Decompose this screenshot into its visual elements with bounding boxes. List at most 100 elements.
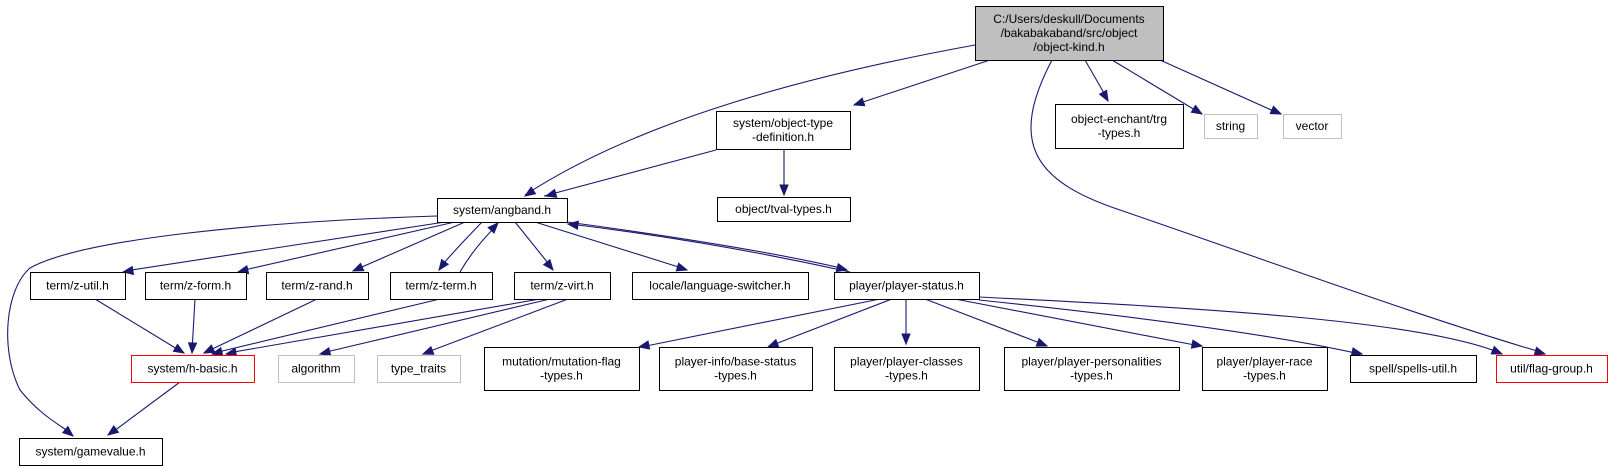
- node-hbasic[interactable]: system/h-basic.h: [131, 355, 255, 383]
- edge-pstatus-to-pclasses: [901, 299, 911, 346]
- edge-arrowhead: [106, 424, 120, 436]
- edge-angband-to-zform: [236, 221, 456, 275]
- node-label: player-info/base-status: [675, 355, 796, 369]
- edge-arrowhead: [172, 343, 186, 354]
- edge-arrowhead: [1533, 346, 1547, 356]
- node-zrand[interactable]: term/z-rand.h: [266, 272, 369, 300]
- edge-line: [239, 221, 456, 272]
- node-label: -definition.h: [752, 130, 814, 144]
- node-label: type_traits: [391, 362, 446, 376]
- edge-arrowhead: [523, 186, 537, 197]
- node-algorithm[interactable]: algorithm: [278, 355, 355, 383]
- node-box: [390, 272, 493, 300]
- node-label: system/h-basic.h: [147, 362, 237, 376]
- edge-arrowhead: [1490, 345, 1504, 355]
- edge-angband-to-zutil: [121, 221, 446, 276]
- node-ppers[interactable]: player/player-personalities-types.h: [1004, 347, 1180, 391]
- edge-arrowhead: [675, 262, 689, 272]
- node-string[interactable]: string: [1204, 114, 1258, 139]
- node-box: [514, 272, 611, 300]
- edge-root-to-angband: [523, 44, 976, 197]
- node-basestatus[interactable]: player-info/base-status-types.h: [659, 347, 813, 391]
- node-label: -types.h: [540, 369, 583, 383]
- node-box: [377, 355, 461, 383]
- edge-pstatus-to-ppers: [924, 298, 1049, 347]
- edge-arrowhead: [421, 345, 435, 355]
- node-label: player/player-personalities: [1021, 355, 1161, 369]
- node-typetraits[interactable]: type_traits: [377, 355, 461, 383]
- node-zvirt[interactable]: term/z-virt.h: [514, 272, 611, 300]
- node-box: [1055, 104, 1184, 149]
- edge-angband-to-gamevalue: [7, 215, 438, 437]
- node-pstatus[interactable]: player/player-status.h: [834, 272, 980, 300]
- node-enchant[interactable]: object-enchant/trg-types.h: [1055, 104, 1184, 149]
- node-vector[interactable]: vector: [1283, 114, 1342, 139]
- edge-line: [640, 298, 881, 348]
- node-label: util/flag-group.h: [1510, 362, 1593, 376]
- node-label: system/gamevalue.h: [35, 445, 145, 459]
- edge-arrowhead: [1350, 347, 1364, 357]
- edge-line: [534, 221, 686, 270]
- node-box: [716, 111, 851, 150]
- edge-pstatus-to-basestatus: [766, 298, 893, 348]
- edge-arrowhead: [544, 188, 558, 198]
- edge-objtype-to-angband: [543, 149, 717, 198]
- node-zform[interactable]: term/z-form.h: [145, 272, 247, 300]
- node-prace[interactable]: player/player-race-types.h: [1202, 347, 1328, 391]
- node-label: object-enchant/trg: [1071, 112, 1167, 126]
- node-label: term/z-util.h: [46, 279, 109, 293]
- node-spells[interactable]: spell/spells-util.h: [1350, 355, 1477, 383]
- node-label: term/z-rand.h: [281, 279, 352, 293]
- node-lang[interactable]: locale/language-switcher.h: [632, 272, 809, 300]
- node-box: [145, 272, 247, 300]
- node-label: vector: [1296, 119, 1329, 133]
- edge-angband-to-zvirt: [514, 221, 554, 272]
- edge-angband-to-zrand: [351, 221, 466, 272]
- edge-line: [1030, 59, 1545, 354]
- node-label: -types.h: [714, 369, 757, 383]
- edge-line: [954, 298, 1201, 347]
- node-tval[interactable]: object/tval-types.h: [717, 197, 851, 222]
- edge-arrowhead: [901, 333, 911, 346]
- edge-arrowhead: [1098, 89, 1109, 103]
- edge-objtype-to-tval: [779, 149, 789, 197]
- edge-pstatus-to-angband: [566, 220, 851, 273]
- node-label: -types.h: [1098, 126, 1141, 140]
- edge-line: [569, 223, 851, 273]
- node-label: term/z-form.h: [160, 279, 231, 293]
- node-objtype[interactable]: system/object-type-definition.h: [716, 111, 851, 150]
- node-zutil[interactable]: term/z-util.h: [30, 272, 126, 300]
- node-box: [717, 197, 851, 222]
- node-zterm[interactable]: term/z-term.h: [390, 272, 493, 300]
- edge-pstatus-to-spells: [978, 299, 1364, 357]
- node-pclasses[interactable]: player/player-classes-types.h: [834, 347, 980, 391]
- edge-line: [205, 298, 318, 353]
- edge-root-to-vector: [1159, 59, 1283, 115]
- edge-arrowhead: [202, 344, 216, 354]
- edge-line: [1159, 59, 1279, 114]
- node-box: [266, 272, 369, 300]
- node-label: system/object-type: [733, 116, 833, 130]
- node-label: C:/Users/deskull/Documents: [993, 12, 1144, 26]
- edge-line: [94, 298, 183, 353]
- edge-arrowhead: [1269, 105, 1283, 115]
- node-label: algorithm: [291, 362, 340, 376]
- edge-zrand-to-hbasic: [202, 298, 318, 354]
- node-root[interactable]: C:/Users/deskull/Documents/bakabakaband/…: [975, 6, 1164, 61]
- node-mutation[interactable]: mutation/mutation-flag-types.h: [484, 347, 640, 391]
- node-label: player/player-race: [1216, 355, 1312, 369]
- edge-pstatus-to-prace: [954, 298, 1204, 349]
- node-box: [834, 272, 980, 300]
- edge-arrowhead: [852, 97, 866, 107]
- edge-zvirt-to-algorithm: [318, 298, 551, 357]
- node-gamevalue[interactable]: system/gamevalue.h: [19, 438, 163, 466]
- node-box: [632, 272, 809, 300]
- node-angband[interactable]: system/angband.h: [437, 198, 568, 223]
- edge-line: [543, 149, 717, 197]
- edge-arrowhead: [438, 258, 450, 272]
- edge-line: [1111, 59, 1201, 114]
- node-label: locale/language-switcher.h: [649, 279, 790, 293]
- edge-line: [769, 298, 893, 347]
- node-flaggroup[interactable]: util/flag-group.h: [1496, 355, 1608, 383]
- node-label: mutation/mutation-flag: [502, 355, 621, 369]
